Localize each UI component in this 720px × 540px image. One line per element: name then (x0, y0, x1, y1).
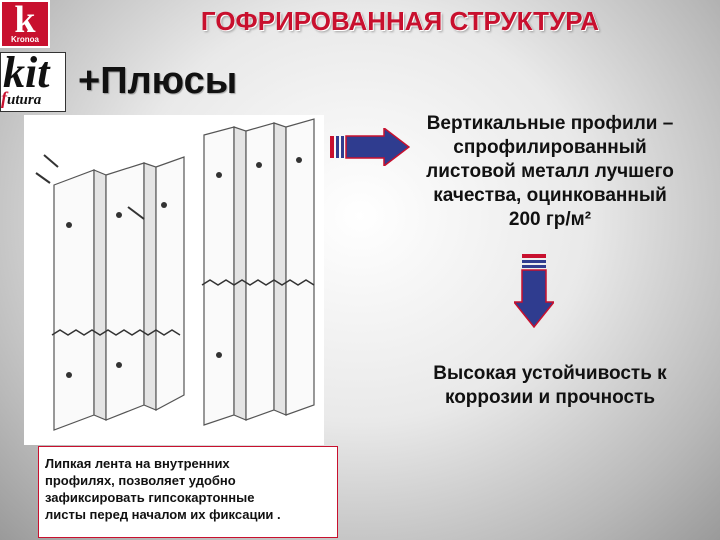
kronoa-logo: k Kronoa (0, 0, 50, 48)
description-line: спрофилированный (453, 137, 647, 158)
screw-holes (66, 157, 302, 378)
benefit-result: Высокая устойчивость к коррозии и прочно… (395, 362, 705, 410)
note-line: зафиксировать гипсокартонные (45, 490, 255, 505)
note-line: Липкая лента на внутренних (45, 456, 230, 471)
break-lines (51, 279, 315, 336)
kronoa-logo-word: Kronoa (11, 34, 39, 44)
kit-futura-logo: kit futura (0, 52, 66, 112)
description-line: листовой металл лучшего (426, 161, 674, 182)
arrow-down-icon (514, 254, 554, 328)
profile-description: Вертикальные профили – спрофилированный … (400, 112, 700, 232)
note-line: профилях, позволяет удобно (45, 473, 236, 488)
futura-logo-f: f (1, 88, 7, 108)
futura-logo-rest: utura (7, 92, 42, 108)
result-line: Высокая устойчивость к (433, 363, 667, 384)
tape-note-box: Липкая лента на внутренних профилях, поз… (38, 446, 338, 538)
profiles-right (203, 118, 315, 426)
arrow-right-icon (330, 128, 410, 166)
page-title: ГОФРИРОВАННАЯ СТРУКТУРА (200, 6, 600, 36)
description-line: Вертикальные профили – (426, 113, 674, 134)
page-subtitle: +Плюсы (78, 60, 238, 102)
description-line: 200 гр/м² (508, 209, 592, 230)
description-line: качества, оцинкованный (433, 185, 667, 206)
profile-illustration (24, 115, 324, 445)
futura-logo-text: futura (1, 88, 42, 109)
screws (35, 154, 145, 220)
profiles-left (53, 156, 185, 431)
note-line: листы перед началом их фиксации . (45, 507, 281, 522)
result-line: коррозии и прочность (444, 387, 656, 408)
kronoa-logo-letter: k (14, 0, 36, 41)
